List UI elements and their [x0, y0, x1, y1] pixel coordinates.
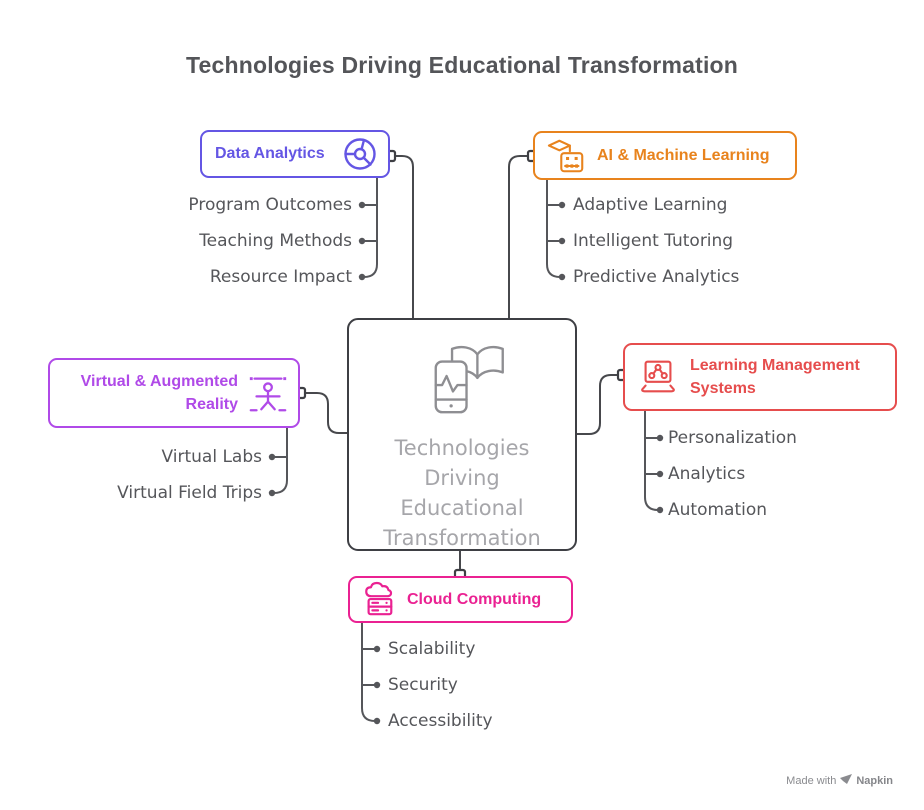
sub-item-program-outcomes: Program Outcomes	[188, 195, 352, 215]
branch-label-data-analytics: Data Analytics	[215, 145, 325, 162]
sub-item-adaptive-learning: Adaptive Learning	[573, 195, 728, 215]
sub-item-security: Security	[388, 675, 458, 695]
sub-item-analytics: Analytics	[668, 464, 746, 484]
watermark-brand: Napkin	[856, 775, 893, 787]
connector-lms	[574, 374, 624, 435]
vr-person-icon	[246, 370, 290, 416]
branch-label-vr-ar: Virtual & Augmented Reality	[80, 373, 238, 413]
connector-vr-ar	[299, 392, 348, 434]
central-node-label: Technologies Driving Educational Transfo…	[383, 436, 541, 550]
pen-nib-icon	[840, 774, 853, 788]
sub-item-resource-impact: Resource Impact	[209, 267, 352, 287]
branch-label-ai-ml: AI & Machine Learning	[597, 146, 770, 164]
diagram-title: Technologies Driving Educational Transfo…	[185, 52, 739, 78]
sub-item-teaching-methods: Teaching Methods	[199, 231, 352, 251]
branch-node-vr-ar: Virtual & Augmented Reality	[48, 358, 300, 428]
connector-data-analytics	[389, 155, 414, 319]
watermark-prefix: Made with	[786, 775, 837, 787]
branch-node-lms: Learning Management Systems	[623, 343, 897, 411]
laptop-network-icon	[637, 358, 679, 396]
sub-item-predictive-analytics: Predictive Analytics	[573, 267, 740, 287]
watermark: Made with Napkin	[786, 774, 893, 788]
branch-node-cloud: Cloud Computing	[348, 576, 573, 623]
connector-ai-ml	[508, 155, 534, 319]
subtree-data-analytics	[363, 177, 378, 278]
sub-item-personalization: Personalization	[668, 428, 797, 448]
sub-item-accessibility: Accessibility	[388, 711, 493, 731]
central-node: Technologies Driving Educational Transfo…	[347, 318, 577, 551]
branch-label-cloud: Cloud Computing	[407, 590, 542, 608]
sub-item-scalability: Scalability	[388, 639, 476, 659]
branch-label-lms: Learning Management Systems	[690, 357, 860, 397]
sub-item-automation: Automation	[668, 500, 768, 520]
graduation-cap-robot-icon	[547, 136, 587, 176]
subtree-cloud	[361, 622, 376, 722]
subtree-vr-ar	[273, 427, 288, 494]
branch-node-ai-ml: AI & Machine Learning	[533, 131, 797, 180]
cloud-server-icon	[362, 581, 396, 619]
branch-node-data-analytics: Data Analytics	[200, 130, 390, 178]
subtree-lms	[644, 410, 659, 511]
sub-item-virtual-labs: Virtual Labs	[161, 447, 263, 467]
sub-item-virtual-field-trips: Virtual Field Trips	[117, 483, 262, 503]
phone-and-open-book-icon	[403, 338, 521, 429]
subtree-ai-ml	[546, 179, 561, 278]
pie-chart-icon	[342, 136, 378, 172]
sub-item-intelligent-tutoring: Intelligent Tutoring	[573, 231, 734, 251]
